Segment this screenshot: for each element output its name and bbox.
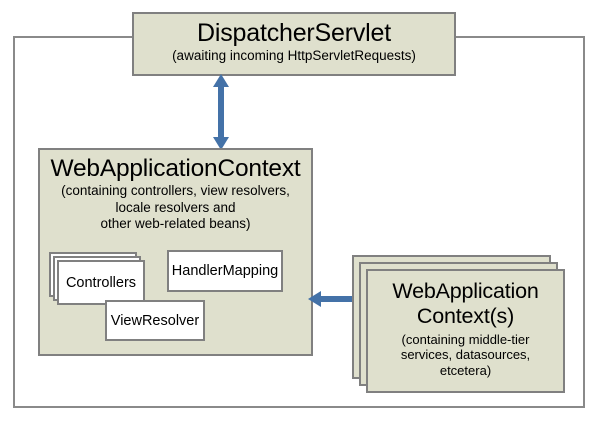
dispatcher-servlet-title: DispatcherServlet (197, 19, 391, 47)
dispatcher-servlet-subtitle: (awaiting incoming HttpServletRequests) (172, 48, 416, 63)
root-web-application-context-box[interactable]: WebApplication Context(s) (containing mi… (366, 269, 565, 393)
handler-mapping-label: HandlerMapping (171, 263, 279, 279)
root-context-subtitle-line-2: services, datasources, (400, 347, 531, 363)
web-application-context-subtitle-line-1: (containing controllers, view resolvers, (61, 183, 290, 199)
root-context-title-line-1: WebApplication (392, 279, 539, 303)
root-context-subtitle-line-3: etcetera) (439, 363, 492, 379)
root-context-subtitle-line-1: (containing middle-tier (401, 331, 530, 347)
view-resolver-label: ViewResolver (110, 312, 200, 329)
double-arrow-vertical-icon (213, 74, 229, 150)
dispatcher-servlet-box[interactable]: DispatcherServlet (awaiting incoming Htt… (132, 12, 456, 76)
handler-mapping-box[interactable]: HandlerMapping (167, 250, 283, 292)
double-arrow-horizontal-icon (308, 291, 370, 307)
web-application-context-subtitle-line-3: other web-related beans) (100, 216, 251, 232)
root-context-title-line-2: Context(s) (416, 303, 515, 328)
arrow-dispatcher-to-webapplicationcontext (212, 74, 230, 150)
controllers-label: Controllers (65, 274, 137, 291)
web-application-context-title: WebApplicationContext (50, 155, 301, 182)
arrow-webapplicationcontext-to-root-contexts (308, 290, 370, 308)
controllers-box[interactable]: Controllers (57, 260, 145, 305)
web-application-context-subtitle-line-2: locale resolvers and (115, 199, 236, 215)
view-resolver-box[interactable]: ViewResolver (105, 300, 205, 341)
